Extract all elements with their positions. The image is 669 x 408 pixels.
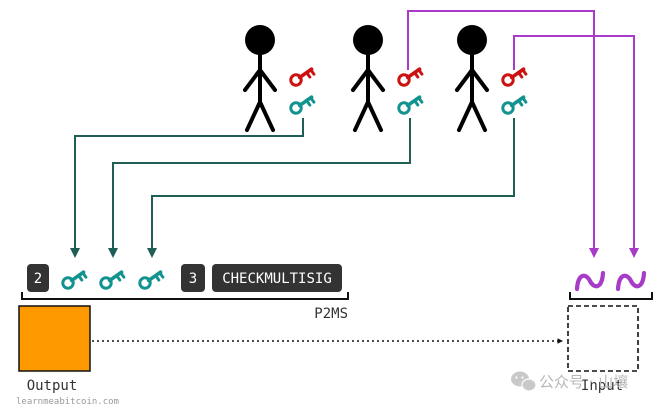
public-key-2-icon xyxy=(394,91,425,118)
pubkey-arrow-1 xyxy=(70,118,304,258)
private-key-1-icon xyxy=(286,63,317,90)
script-pubkey-3-icon xyxy=(135,266,166,293)
op-3-label: 3 xyxy=(189,271,197,287)
public-key-1-icon xyxy=(286,91,317,118)
pubkey-arrow-2 xyxy=(108,118,411,258)
script-pubkey-2-icon xyxy=(96,266,127,293)
signature-arrows xyxy=(407,10,639,258)
site-credit: learnmeabitcoin.com xyxy=(16,397,119,407)
signature-arrow-2 xyxy=(513,35,639,258)
input-box xyxy=(567,305,639,372)
op-2-box xyxy=(27,264,49,292)
pubkey-arrows xyxy=(70,118,515,258)
script-bracket xyxy=(21,292,349,300)
op-checkmultisig-box xyxy=(212,264,342,292)
unlocking-script xyxy=(577,273,644,289)
output-label: Output xyxy=(27,378,78,394)
output-box xyxy=(18,305,91,372)
script-pubkey-1-icon xyxy=(58,266,89,293)
signature-arrow-1 xyxy=(407,10,599,258)
op-checkmultisig-label: CHECKMULTISIG xyxy=(222,271,332,287)
person-1-icon xyxy=(243,23,277,132)
op-2-label: 2 xyxy=(34,271,42,287)
signature-2-icon xyxy=(618,273,644,289)
signature-1-icon xyxy=(577,273,603,289)
op-3-box xyxy=(181,264,205,292)
watermark-text: 公众号 · 山壤 xyxy=(539,373,628,391)
wechat-icon xyxy=(511,371,537,392)
signature-bracket xyxy=(569,292,653,300)
pubkey-arrow-3 xyxy=(147,118,515,258)
person-2-icon xyxy=(351,23,385,132)
public-key-3-icon xyxy=(498,91,529,118)
person-3-icon xyxy=(455,23,489,132)
locking-script: 2 3 CHECKMULTISIG P2MS xyxy=(21,264,349,322)
input-label: Input xyxy=(581,378,623,394)
private-key-2-icon xyxy=(394,63,425,90)
script-type-label: P2MS xyxy=(314,306,348,322)
watermark: 公众号 · 山壤 xyxy=(511,371,628,392)
